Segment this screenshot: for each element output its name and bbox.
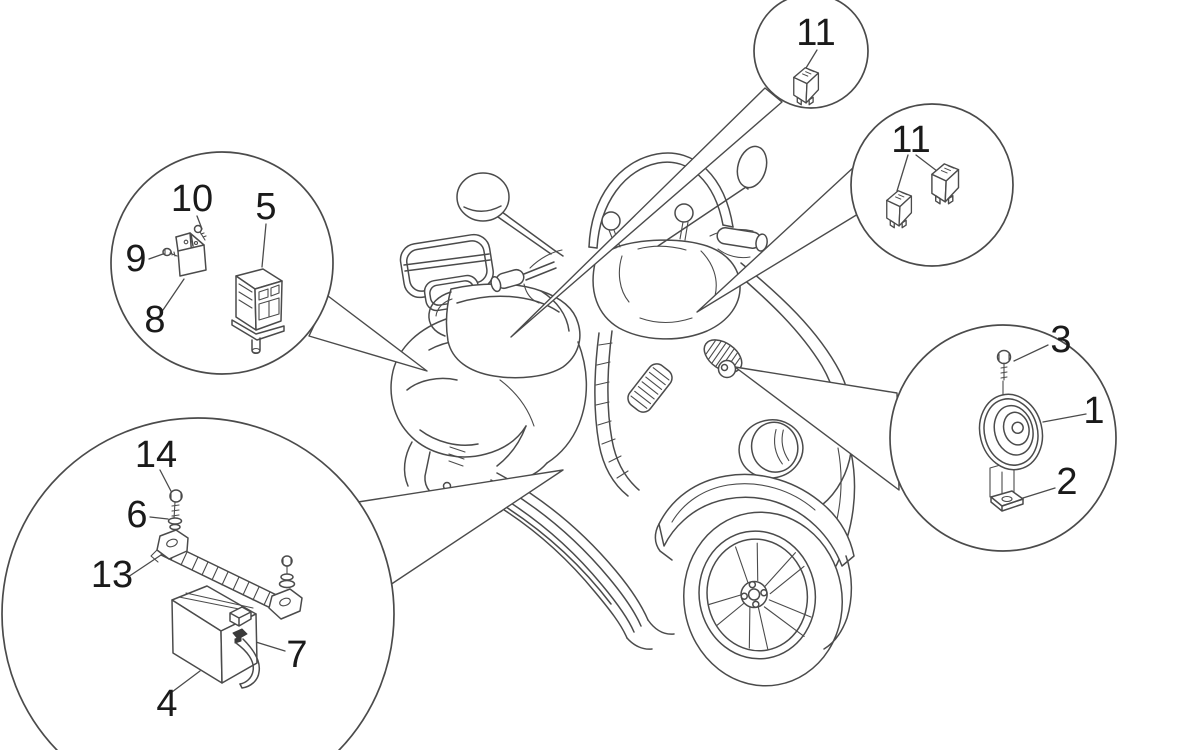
- balloon-regulator: [110, 151, 334, 375]
- callout-label-screw-3: 3: [1050, 319, 1071, 361]
- left-mirror: [456, 172, 564, 257]
- callout-label-battery-4: 4: [156, 683, 177, 725]
- callout-label-relay-top: 11: [796, 12, 835, 54]
- handlebar-headset: [490, 145, 768, 340]
- scooter-seat: [428, 283, 581, 379]
- callout-label-regulator: 5: [255, 186, 276, 228]
- callout-label-horn-1: 1: [1083, 390, 1104, 432]
- battery-icon: [171, 585, 261, 689]
- bracket-icon: [175, 232, 207, 277]
- terminal-bolt-icon: [232, 628, 248, 644]
- balloon-horn: [889, 324, 1117, 552]
- callout-label-screw-9: 9: [125, 238, 146, 280]
- front-wheel: [682, 511, 844, 687]
- washer-icon: [167, 517, 183, 525]
- wedge-regulator: [308, 295, 428, 372]
- callout-label-bracket-8: 8: [144, 299, 165, 341]
- left-indicator-icon: [601, 211, 621, 231]
- callout-label-strap-13: 13: [91, 554, 133, 596]
- callout-label-washer-6: 6: [126, 494, 147, 536]
- callout-label-clamp-2: 2: [1056, 461, 1077, 503]
- left-grip: [490, 249, 563, 304]
- right-grip: [709, 227, 768, 259]
- callout-wedges: [308, 87, 900, 586]
- horn-icon: [978, 393, 1044, 498]
- right-indicator-icon: [674, 203, 694, 223]
- callout-labels: 11 11 10 5 9 8 14 6 13 4 7 3 1 2: [91, 12, 1105, 725]
- clamp-icon: [990, 490, 1024, 512]
- callout-label-terminal-7: 7: [286, 634, 307, 676]
- balloon-relay-pair: [850, 103, 1014, 267]
- battery-strap-icon: [150, 529, 303, 620]
- front-fender: [654, 473, 855, 650]
- screw-icon: [162, 247, 178, 257]
- right-mirror: [657, 145, 768, 247]
- callout-label-relay-pair: 11: [891, 119, 930, 161]
- scooter-illustration: [390, 145, 856, 687]
- headlight-icon: [738, 419, 804, 479]
- screw-icon: [167, 489, 183, 531]
- callout-label-screw-14: 14: [135, 434, 177, 476]
- balloon-relay-top: [753, 0, 869, 109]
- horn-grille-icon: [703, 339, 743, 379]
- regulator-icon: [231, 268, 285, 355]
- balloon-battery: [1, 417, 395, 750]
- screw-icon: [193, 224, 207, 241]
- callout-label-screw-10: 10: [171, 178, 213, 220]
